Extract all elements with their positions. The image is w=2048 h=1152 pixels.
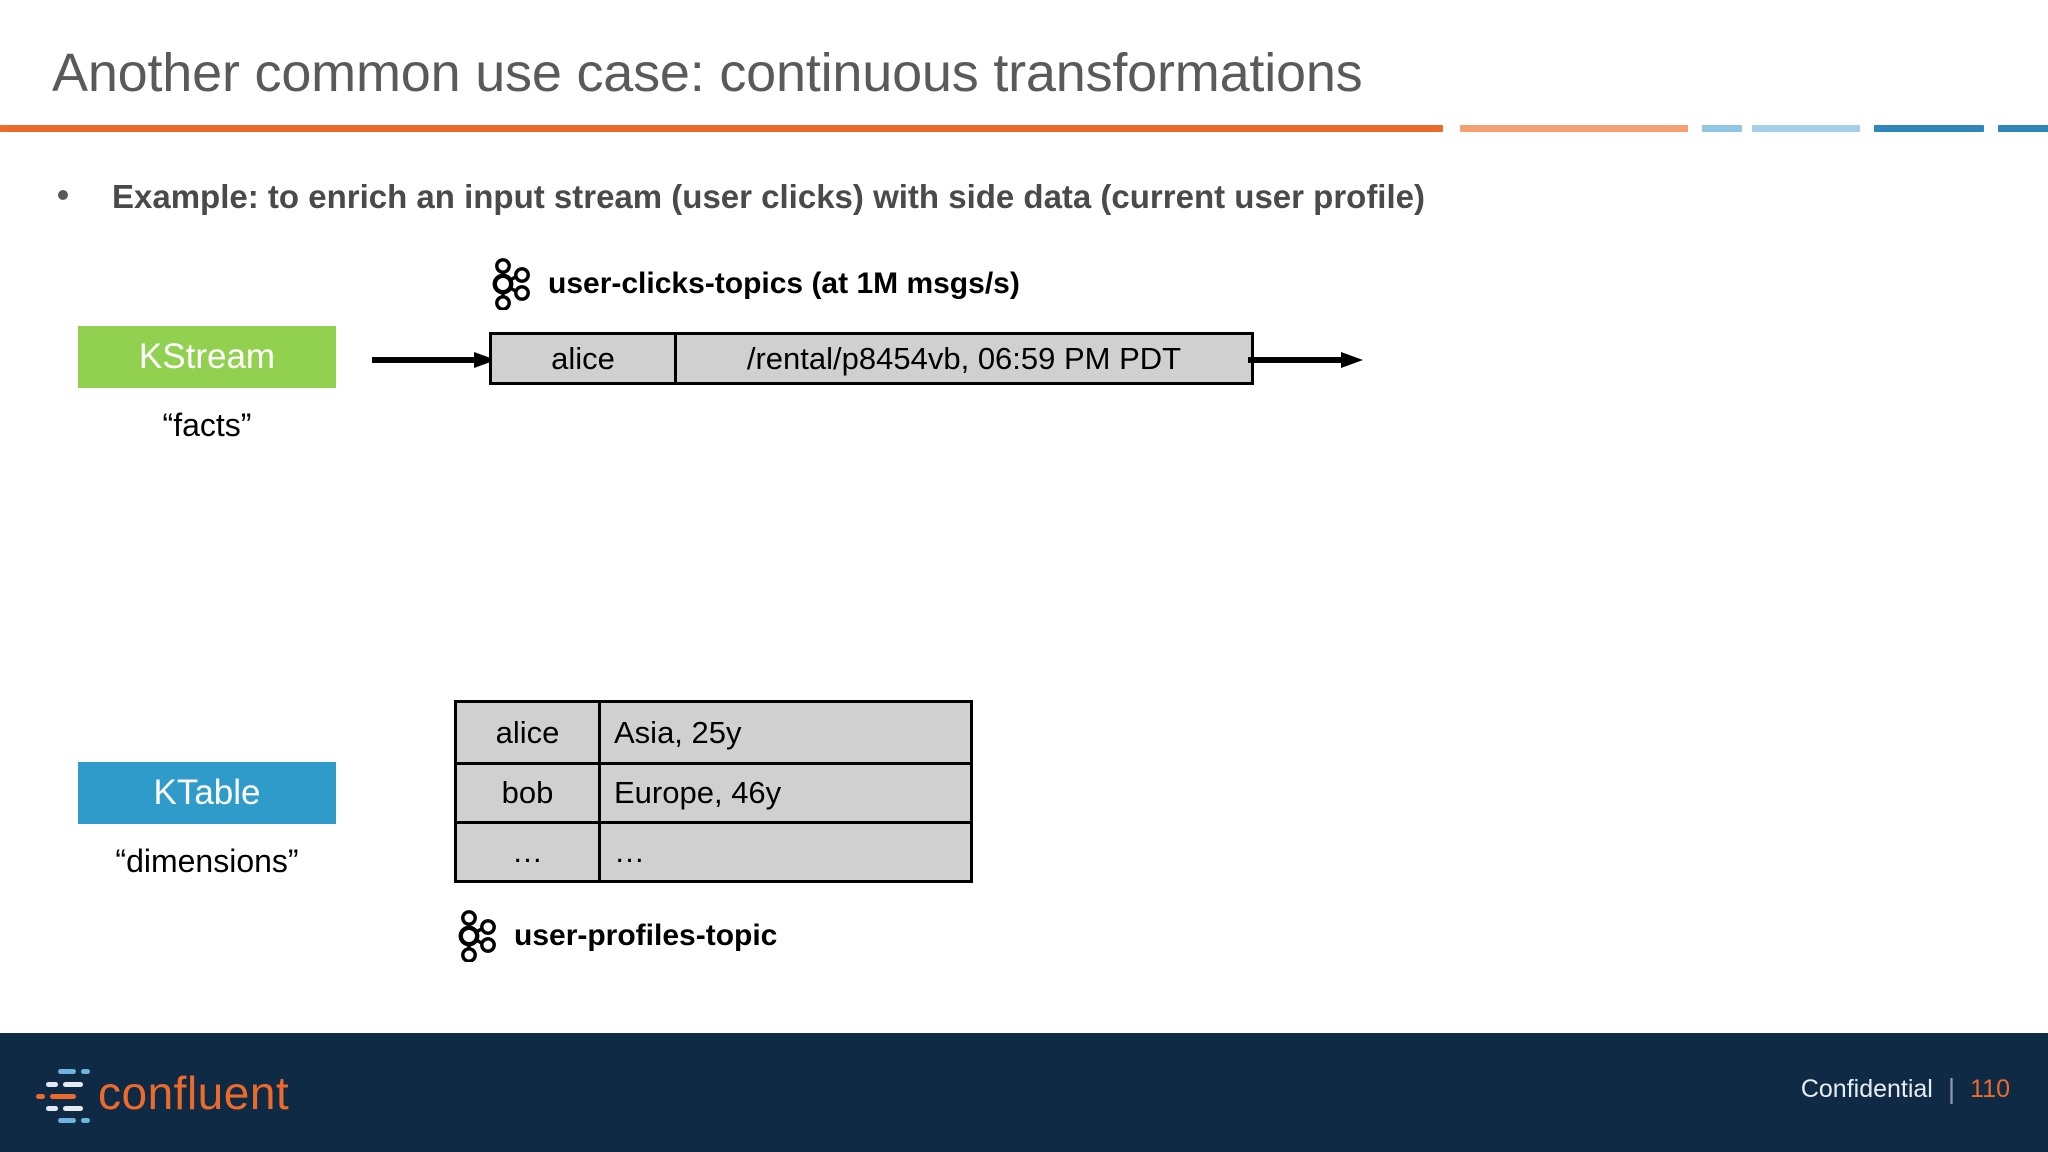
divider-segment-orange-light: [1460, 125, 1688, 132]
bullet-text: Example: to enrich an input stream (user…: [112, 178, 1425, 215]
divider-segment-blue-4: [1998, 125, 2048, 132]
stream-record-value: /rental/p8454vb, 06:59 PM PDT: [674, 335, 1251, 382]
table-row: bob Europe, 46y: [457, 762, 970, 821]
bullet-dot-icon: [58, 190, 68, 200]
footer-meta: Confidential | 110: [1801, 1073, 2010, 1105]
arrow-into-record-icon: [372, 352, 496, 368]
table-cell-value: …: [598, 824, 970, 880]
table-cell-value: Asia, 25y: [598, 703, 970, 762]
stream-topic-label: user-clicks-topics (at 1M msgs/s): [492, 258, 1020, 310]
kstream-caption: “facts”: [162, 407, 252, 443]
footer-separator: |: [1947, 1073, 1956, 1104]
table-row: … …: [457, 821, 970, 880]
confidential-label: Confidential: [1800, 1074, 1933, 1103]
confluent-logo: confluent: [36, 1061, 289, 1125]
table-topic-name: user-profiles-topic: [514, 919, 778, 952]
page-number: 110: [1970, 1074, 2010, 1103]
kstream-label: KStream: [138, 337, 276, 376]
table-row: alice Asia, 25y: [457, 703, 970, 762]
table-cell-key: alice: [495, 714, 560, 750]
stream-topic-name: user-clicks-topics (at 1M msgs/s): [548, 267, 1020, 300]
kstream-box: KStream: [78, 326, 336, 388]
confluent-wordmark: confluent: [98, 1067, 290, 1119]
divider-segment-blue-3: [1874, 125, 1984, 132]
stream-record: alice /rental/p8454vb, 06:59 PM PDT: [489, 332, 1254, 385]
kafka-icon: [458, 910, 496, 962]
divider-segment-orange-main: [0, 125, 1443, 132]
stream-record-key: alice: [551, 340, 615, 376]
ktable-box: KTable: [78, 762, 336, 824]
ktable-caption: “dimensions”: [115, 843, 299, 879]
divider-segment-blue-2: [1752, 125, 1860, 132]
table-topic-label: user-profiles-topic: [458, 910, 777, 962]
bullet-row: Example: to enrich an input stream (user…: [58, 178, 1425, 216]
ktable-label: KTable: [153, 773, 261, 812]
confluent-mark-icon: [36, 1069, 90, 1123]
arrow-out-of-record-icon: [1248, 352, 1363, 368]
table-cell-key: bob: [501, 775, 554, 810]
ktable-grid: alice Asia, 25y bob Europe, 46y … …: [454, 700, 973, 883]
divider-segment-blue-1: [1702, 125, 1742, 132]
kafka-icon: [492, 258, 530, 310]
footer-bar: confluent Confidential | 110: [0, 1033, 2048, 1152]
table-cell-value: Europe, 46y: [598, 765, 970, 821]
page-title: Another common use case: continuous tran…: [52, 43, 1363, 103]
table-cell-key: …: [512, 834, 543, 869]
